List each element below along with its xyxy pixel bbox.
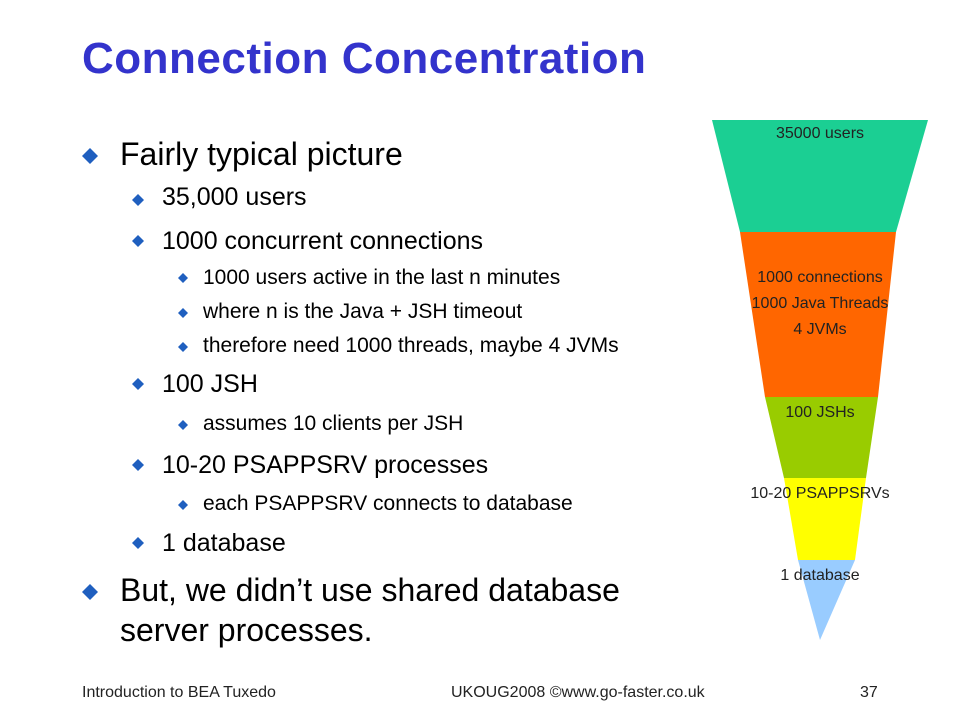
bullet-jsh: 100 JSH	[162, 370, 258, 398]
funnel-jsh-segment	[765, 397, 878, 478]
bullet-psappsrv: 10-20 PSAPPSRV processes	[162, 451, 489, 479]
bullet-users-active: 1000 users active in the last n minutes	[203, 266, 561, 289]
bullet-psappsrv-database: each PSAPPSRV connects to database	[203, 492, 573, 515]
bullet-shared-server-line1: But, we didn’t use shared database	[120, 572, 620, 608]
funnel-users-segment	[712, 120, 928, 232]
funnel-connections-label: 1000 connections	[757, 269, 882, 286]
bullet-concurrent-connections: 1000 concurrent connections	[162, 227, 484, 255]
bullet-clients-per-jsh: assumes 10 clients per JSH	[203, 412, 464, 435]
bullet-users: 35,000 users	[162, 183, 307, 211]
funnel-jsh-label: 100 JSHs	[785, 404, 854, 421]
bullet-timeout: where n is the Java + JSH timeout	[203, 300, 523, 323]
funnel-database-label: 1 database	[780, 567, 859, 584]
funnel-psappsrv-segment	[784, 478, 866, 560]
funnel-connections-segment	[740, 232, 896, 397]
funnel-psappsrv-label: 10-20 PSAPPSRVs	[750, 485, 889, 502]
funnel-jvms-label: 4 JVMs	[793, 321, 846, 338]
funnel-database-segment	[798, 560, 855, 640]
slide-title: Connection Concentration	[82, 34, 647, 83]
bullet-fairly-typical: Fairly typical picture	[120, 136, 403, 172]
footer-center: UKOUG2008 ©www.go-faster.co.uk	[451, 684, 705, 701]
funnel-java-threads-label: 1000 Java Threads	[752, 295, 889, 312]
funnel-users-label: 35000 users	[776, 125, 864, 142]
bullet-shared-server-line2: server processes.	[120, 612, 373, 648]
footer-left: Introduction to BEA Tuxedo	[82, 684, 276, 701]
bullet-threads-jvms: therefore need 1000 threads, maybe 4 JVM…	[203, 334, 619, 357]
footer-page-number: 37	[860, 684, 878, 701]
bullet-database: 1 database	[162, 529, 286, 557]
